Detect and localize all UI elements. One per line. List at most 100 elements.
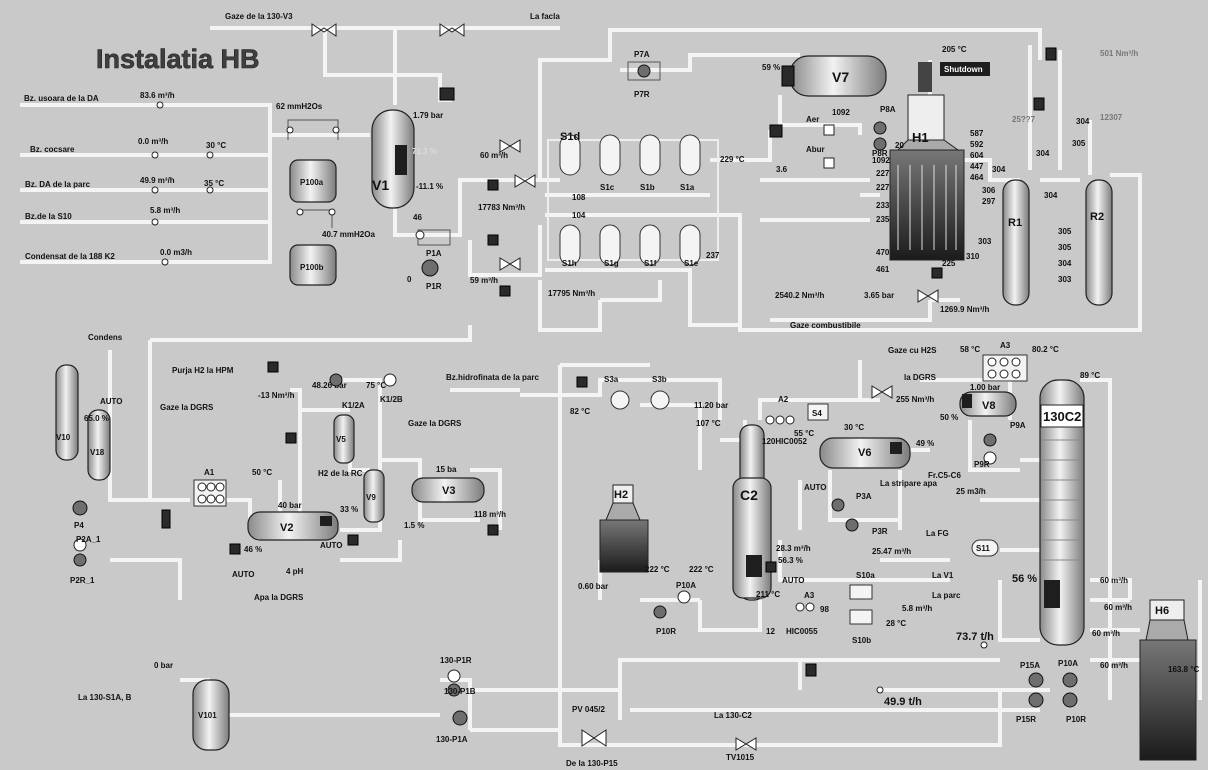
- flow-73-indicator[interactable]: [981, 642, 987, 648]
- exchanger-s1b[interactable]: [640, 135, 660, 175]
- feed-coker-temp: 30 °C: [206, 141, 226, 150]
- v10-vessel[interactable]: V10: [56, 365, 78, 460]
- v1-level2-value: -11.1 %: [416, 182, 443, 191]
- temp-229: 229 °C: [720, 155, 745, 164]
- a1-controller[interactable]: [162, 510, 170, 528]
- s11-exchanger[interactable]: S11: [972, 540, 998, 556]
- temp-indicator-3[interactable]: [207, 187, 213, 193]
- p1a-label: P1A: [426, 249, 442, 258]
- air-indicator[interactable]: [824, 125, 834, 135]
- v3-press: 15 ba: [436, 465, 457, 474]
- to-flare-label: La facla: [530, 12, 560, 21]
- v1-vessel[interactable]: V1: [372, 110, 414, 208]
- h1-low-0: 303: [978, 237, 992, 246]
- c2-level-controller[interactable]: [766, 562, 776, 572]
- v3-controller[interactable]: [488, 525, 498, 535]
- v101-vessel[interactable]: V101: [193, 680, 229, 750]
- hic0052-label: 120HIC0052: [762, 437, 807, 446]
- fc-controller-1[interactable]: [488, 180, 498, 190]
- v3-pct: 1.5 %: [404, 521, 424, 530]
- r2-controller[interactable]: [1046, 48, 1056, 60]
- v2-46: 46 %: [244, 545, 262, 554]
- v2-auto-controller[interactable]: [348, 535, 358, 545]
- s3-controller[interactable]: [577, 377, 587, 387]
- steam-controller[interactable]: [770, 125, 782, 137]
- air-label: Aer: [806, 115, 819, 124]
- v2-vessel[interactable]: V2: [248, 512, 338, 540]
- flow-indicator-4[interactable]: [152, 219, 158, 225]
- r2-reactor[interactable]: R2: [1086, 180, 1112, 305]
- v2-label: V2: [280, 522, 293, 534]
- temp-108: 108: [572, 193, 586, 202]
- feed-s10-flow: 5.8 m³/h: [150, 206, 180, 215]
- c2-label: C2: [740, 487, 758, 503]
- h6-temp: 163.8 °C: [1168, 665, 1199, 674]
- s1d-label: S1d: [560, 131, 580, 143]
- r1-controller[interactable]: [1034, 98, 1044, 110]
- flow-indicator-5[interactable]: [162, 259, 168, 265]
- flow-49-9: 49.9 t/h: [884, 696, 922, 708]
- h1-temp-2: 604: [970, 151, 984, 160]
- a3-label: A3: [804, 591, 815, 600]
- v7-level: 59 %: [762, 63, 780, 72]
- steam-label: Abur: [806, 145, 825, 154]
- fuel-flow: 2540.2 Nm³/h: [775, 291, 824, 300]
- exchanger-s4[interactable]: S4: [808, 404, 828, 420]
- v9-small-vessel[interactable]: V9: [364, 470, 384, 522]
- v2-pressure-controller[interactable]: [286, 433, 296, 443]
- h1-low-3: 470: [876, 248, 890, 257]
- v5-vessel[interactable]: V5: [334, 415, 354, 463]
- v2-level-controller[interactable]: [230, 544, 240, 554]
- v7-vessel[interactable]: V7: [790, 56, 886, 96]
- r1-305: 305: [1072, 139, 1086, 148]
- p100a-vessel[interactable]: P100a: [290, 160, 336, 202]
- p100b-vessel[interactable]: P100b: [290, 245, 336, 285]
- r1-reactor[interactable]: R1: [1003, 180, 1029, 305]
- flow-indicator-1[interactable]: [157, 102, 163, 108]
- h2-label: H2: [614, 489, 628, 501]
- v8-vessel[interactable]: V8: [960, 392, 1016, 416]
- gas-h2s-label: Gaze cu H2S: [888, 346, 937, 355]
- fuel-controller[interactable]: [932, 268, 942, 278]
- flow-indicator-3[interactable]: [152, 187, 158, 193]
- flow-indicator-2[interactable]: [152, 152, 158, 158]
- feed-condensate-flow: 0.0 m3/h: [160, 248, 192, 257]
- bottom-controller[interactable]: [806, 664, 816, 676]
- v3-vessel[interactable]: V3: [412, 478, 484, 502]
- steam-indicator[interactable]: [824, 158, 834, 168]
- feed-light-gasoline-label: Bz. usoara de la DA: [24, 94, 99, 103]
- purge-controller[interactable]: [268, 362, 278, 372]
- feed-light-gasoline-flow: 83.6 m³/h: [140, 91, 175, 100]
- tv-label: TV1015: [726, 753, 755, 762]
- exchanger-s1a[interactable]: [680, 135, 700, 175]
- v101-label: V101: [198, 711, 217, 720]
- s1c-label: S1c: [600, 183, 615, 192]
- fc-controller-2[interactable]: [488, 235, 498, 245]
- v7-label: V7: [832, 69, 849, 85]
- p1r-label: P1R: [426, 282, 442, 291]
- temp-58: 58 °C: [960, 345, 980, 354]
- fc-controller-3[interactable]: [500, 286, 510, 296]
- v7-level-controller[interactable]: [782, 66, 794, 86]
- v1-label: V1: [372, 177, 389, 193]
- v2-ph: 4 pH: [286, 567, 304, 576]
- h1-20: 20: [895, 141, 904, 150]
- exchanger-s1c[interactable]: [600, 135, 620, 175]
- p2r-label: P2R_1: [70, 576, 95, 585]
- temp-237: 237: [706, 251, 720, 260]
- flow-49-indicator[interactable]: [877, 687, 883, 693]
- 130c2-level: 56 %: [1012, 573, 1037, 585]
- h1-temp-6: 297: [982, 197, 996, 206]
- v6-vessel[interactable]: V6: [820, 438, 910, 468]
- v8-label: V8: [982, 400, 995, 412]
- 130c2-column[interactable]: 130C2: [1040, 380, 1084, 645]
- h1-label: H1: [912, 130, 929, 145]
- temp-indicator-2[interactable]: [207, 152, 213, 158]
- flow-mid: 17783 Nm³/h: [478, 203, 525, 212]
- a2-label: A2: [778, 395, 789, 404]
- p10r2-label: P10R: [1066, 715, 1086, 724]
- s3a-label: S3a: [604, 375, 619, 384]
- v1-pressure-controller[interactable]: [440, 88, 454, 100]
- flow-255: 255 Nm³/h: [896, 395, 934, 404]
